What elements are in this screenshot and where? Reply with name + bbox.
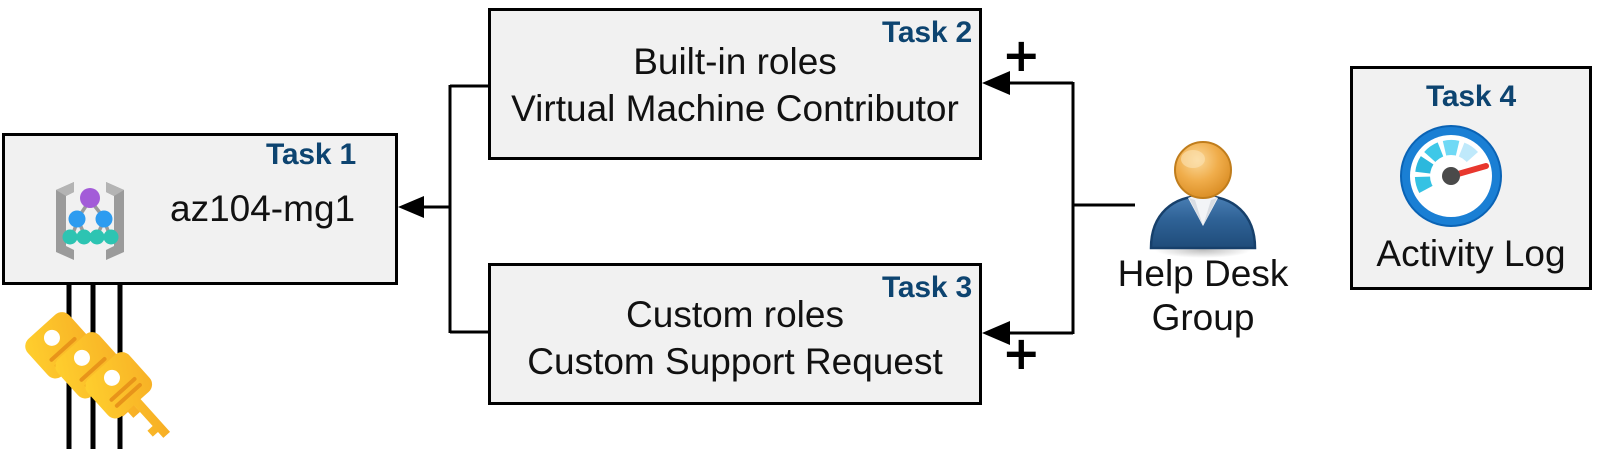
task2-label: Task 2: [882, 16, 972, 49]
task3-line2: Custom Support Request: [527, 341, 943, 382]
activity-log-gauge-icon: [1398, 123, 1504, 229]
task2-line1: Built-in roles: [633, 41, 837, 82]
plus-icon-bottom: +: [1002, 326, 1041, 380]
task3-label: Task 3: [882, 271, 972, 304]
keys-icon: [25, 312, 171, 449]
management-group-icon: [48, 176, 132, 264]
actor-label-line2: Group: [1151, 297, 1255, 338]
actor-label-line1: Help Desk: [1117, 253, 1289, 294]
task2-line2: Virtual Machine Contributor: [511, 88, 959, 129]
task4-text: Activity Log: [1376, 233, 1566, 274]
task4-label: Task 4: [1426, 80, 1516, 113]
task1-label: Task 1: [266, 138, 356, 171]
user-group-icon: [1133, 140, 1273, 258]
task3-line1: Custom roles: [626, 294, 844, 335]
task2-box[interactable]: [488, 8, 982, 160]
task3-box[interactable]: [488, 263, 982, 405]
task1-box[interactable]: [2, 133, 398, 285]
task1-text: az104-mg1: [170, 188, 356, 229]
connector-roles-to-management-group: [398, 84, 488, 334]
plus-icon-top: +: [1002, 28, 1041, 82]
